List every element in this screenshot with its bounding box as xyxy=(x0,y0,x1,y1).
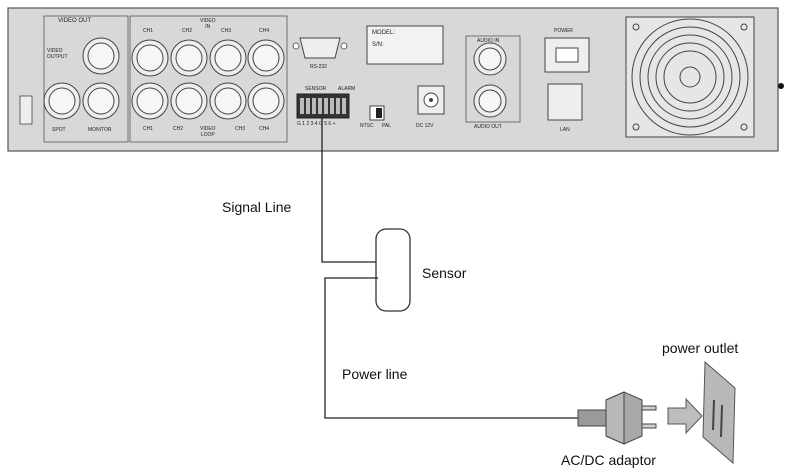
ch-bottom-4: CH4 xyxy=(259,126,270,132)
model-label: MODEL: xyxy=(372,30,396,36)
video-output-label: VIDEO OUTPUT xyxy=(47,48,68,60)
power-outlet xyxy=(702,360,736,465)
sensor-alarm-terminal xyxy=(296,93,350,119)
audio-bnc-group xyxy=(465,35,521,123)
monitor-label: MONITOR xyxy=(88,127,112,133)
audio-out-label: AUDIO OUT xyxy=(474,124,502,130)
power-line-label: Power line xyxy=(342,366,408,382)
ch-top-1: CH1 xyxy=(143,28,154,34)
video-loop-label: VIDEO LOOP xyxy=(200,126,216,138)
video-in-bnc-group xyxy=(129,15,288,143)
power-label: POWER xyxy=(554,28,573,34)
power-line xyxy=(324,277,606,419)
cooling-fan xyxy=(625,16,755,138)
sensor-box xyxy=(375,228,411,312)
acdc-adaptor xyxy=(577,391,657,445)
adaptor-label: AC/DC adaptor xyxy=(561,452,656,468)
audio-in-label: AUDIO IN xyxy=(477,38,500,44)
video-loop-bnc-group xyxy=(131,82,285,120)
video-in-label: VIDEO IN xyxy=(200,18,216,30)
video-output-group xyxy=(43,15,129,143)
plug-arrow xyxy=(667,397,703,435)
terminal-numbers: G 1 2 3 4 G 5 6 + xyxy=(297,121,336,127)
signal-line xyxy=(321,118,378,263)
ch-bottom-3: CH3 xyxy=(235,126,246,132)
dc-power-jack xyxy=(417,85,445,115)
lan-port xyxy=(547,83,583,121)
dvr-rear-panel xyxy=(7,7,784,152)
lan-label: LAN xyxy=(560,127,570,133)
network-port xyxy=(19,95,33,125)
rs232-port xyxy=(292,37,348,59)
sn-label: S/N: xyxy=(372,42,384,48)
alarm-terminal-label: ALARM xyxy=(338,86,356,92)
screw-dot xyxy=(778,83,784,89)
ch-top-3: CH3 xyxy=(221,28,232,34)
pal-label: PAL xyxy=(382,123,392,129)
ch-top-4: CH4 xyxy=(259,28,270,34)
power-outlet-label: power outlet xyxy=(662,340,739,356)
signal-line-label: Signal Line xyxy=(222,199,292,215)
video-out-label: VIDEO OUT xyxy=(58,18,92,24)
rs232-label: RS-232 xyxy=(310,64,327,70)
sensor-terminal-label: SENSOR xyxy=(305,86,327,92)
ch-top-2: CH2 xyxy=(182,28,193,34)
sensor-label: Sensor xyxy=(422,265,467,281)
dc-label: DC 12V xyxy=(416,123,434,129)
model-plate xyxy=(366,25,444,65)
ntsc-label: NTSC xyxy=(360,123,374,129)
spot-label: SPOT xyxy=(52,127,66,133)
ch-bottom-2: CH2 xyxy=(173,126,184,132)
ntsc-pal-switch xyxy=(369,105,385,121)
ch-bottom-1: CH1 xyxy=(143,126,154,132)
power-switch xyxy=(544,37,590,73)
